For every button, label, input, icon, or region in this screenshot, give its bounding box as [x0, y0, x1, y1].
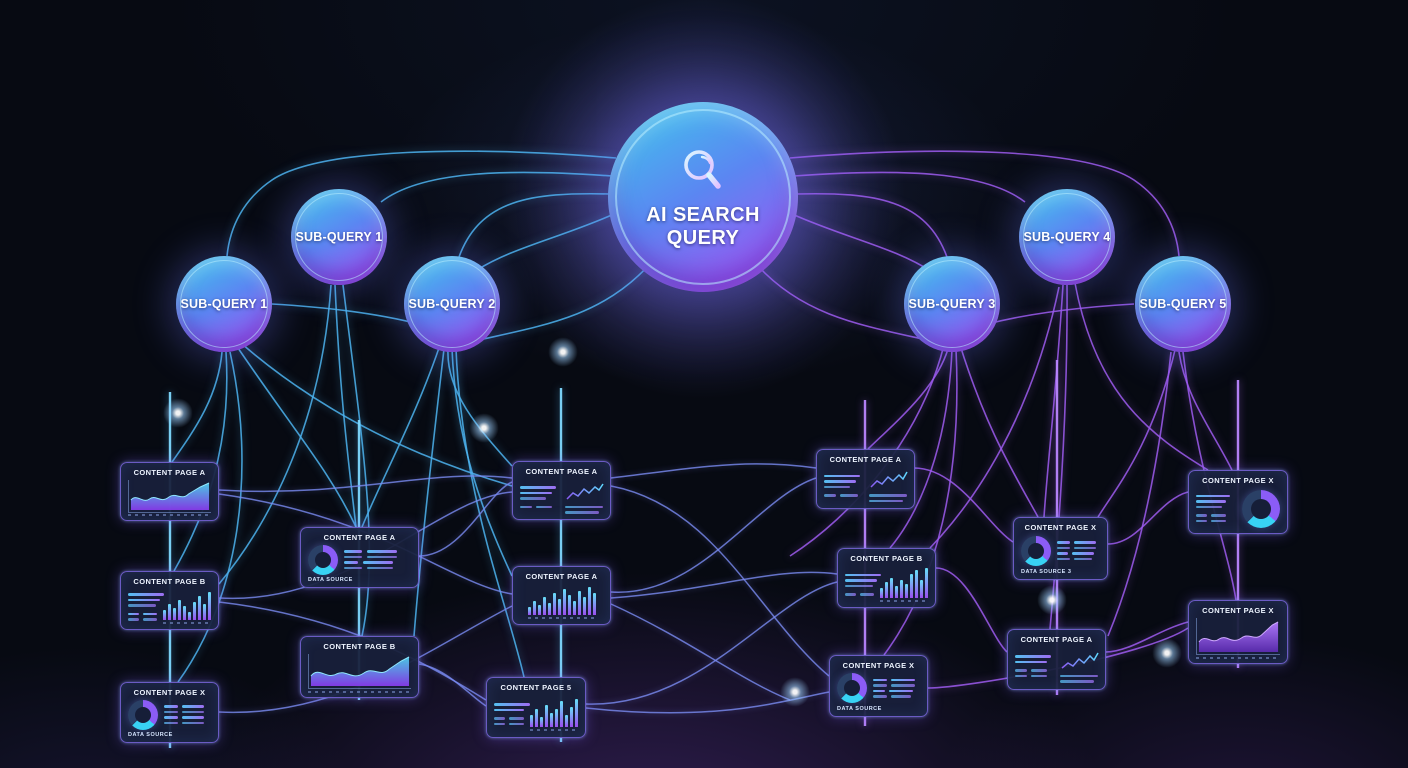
card-title: CONTENT PAGE A	[1020, 635, 1093, 644]
axis-ticks	[128, 514, 211, 516]
text-lines	[873, 678, 920, 698]
text-lines	[1196, 494, 1236, 523]
donut-chart	[308, 544, 338, 575]
card-caption: DATA SOURCE	[308, 577, 353, 583]
donut-chart	[837, 673, 867, 703]
glow-spark	[1152, 638, 1182, 668]
donut-chart	[1021, 535, 1051, 566]
text-lines	[164, 705, 211, 724]
line-chart-block	[1059, 650, 1099, 683]
card-content-page-x-3: CONTENT PAGE X DATA SOURCE 3	[1013, 517, 1108, 580]
magnifier-icon	[684, 150, 721, 189]
card-title: CONTENT PAGE 5	[500, 683, 572, 692]
card-title: CONTENT PAGE X	[842, 661, 915, 670]
card-title: CONTENT PAGE B	[133, 577, 206, 586]
sub-query-label: SUB-QUERY 1	[180, 297, 268, 311]
sub-query-node-3: SUB-QUERY 3	[904, 256, 1000, 352]
text-lines	[494, 703, 530, 725]
text-lines	[1057, 541, 1100, 560]
area-chart	[308, 654, 411, 689]
sub-query-node-1-upper: SUB-QUERY 1	[291, 189, 387, 285]
sub-query-label: SUB-QUERY 5	[1139, 297, 1227, 311]
card-title: CONTENT PAGE X	[1202, 606, 1274, 615]
card-title: CONTENT PAGE X	[1202, 476, 1274, 485]
card-title: CONTENT PAGE A	[133, 468, 206, 477]
sub-query-label: SUB-QUERY 3	[908, 297, 996, 311]
card-title: CONTENT PAGE B	[850, 554, 923, 563]
central-node-label-line1: AI SEARCH	[646, 204, 760, 226]
card-content-page-5: CONTENT PAGE 5	[486, 677, 586, 738]
card-content-page-x-5: CONTENT PAGE X	[1188, 600, 1288, 664]
card-content-page-a-1: CONTENT PAGE A	[120, 462, 219, 521]
card-content-page-x-2: CONTENT PAGE X DATA SOURCE	[829, 655, 928, 717]
card-content-page-a-2: CONTENT PAGE A DATA SOURCE	[300, 527, 419, 588]
card-content-page-a-5: CONTENT PAGE A	[816, 449, 915, 509]
sub-query-label: SUB-QUERY 4	[1023, 230, 1111, 244]
text-lines	[520, 486, 559, 508]
axis-ticks	[1196, 657, 1280, 659]
bar-chart	[880, 567, 928, 602]
text-lines	[344, 550, 411, 569]
bar-chart	[527, 585, 596, 619]
card-title: CONTENT PAGE A	[323, 533, 396, 542]
donut-chart	[128, 699, 158, 730]
card-title: CONTENT PAGE A	[829, 455, 902, 464]
text-lines	[845, 573, 881, 596]
central-node-ai-search-query: AI SEARCH QUERY	[608, 102, 798, 292]
card-content-page-x-1: CONTENT PAGE X DATA SOURCE	[120, 682, 219, 743]
bar-chart	[163, 590, 211, 624]
text-lines	[1015, 655, 1054, 677]
sub-query-node-2: SUB-QUERY 2	[404, 256, 500, 352]
card-title: CONTENT PAGE B	[323, 642, 396, 651]
line-chart	[1061, 652, 1099, 669]
text-lines	[128, 593, 164, 621]
card-title: CONTENT PAGE A	[525, 467, 598, 476]
area-chart	[1196, 618, 1280, 655]
card-caption: DATA SOURCE	[128, 732, 173, 738]
axis-ticks	[308, 691, 411, 693]
sub-query-node-5: SUB-QUERY 5	[1135, 256, 1231, 352]
sub-query-node-4: SUB-QUERY 4	[1019, 189, 1115, 285]
text-lines	[824, 474, 863, 497]
card-caption: DATA SOURCE	[837, 706, 882, 712]
glow-spark	[163, 398, 193, 428]
central-node-label-line2: QUERY	[666, 227, 740, 249]
line-chart	[565, 483, 604, 500]
glow-spark	[780, 677, 810, 707]
card-title: CONTENT PAGE X	[1024, 523, 1097, 532]
area-chart	[128, 479, 211, 513]
card-content-page-b-3: CONTENT PAGE B	[837, 548, 936, 608]
line-chart-block	[868, 469, 908, 502]
card-title: CONTENT PAGE X	[133, 688, 206, 697]
card-content-page-a-4: CONTENT PAGE A	[512, 566, 611, 625]
card-content-page-b-1: CONTENT PAGE B	[120, 571, 219, 630]
card-caption: DATA SOURCE 3	[1021, 569, 1072, 575]
line-chart	[869, 471, 908, 488]
glow-spark	[1037, 585, 1067, 615]
sub-query-label: SUB-QUERY 1	[295, 230, 383, 244]
glow-spark	[469, 413, 499, 443]
sub-query-node-1-left: SUB-QUERY 1	[176, 256, 272, 352]
card-title: CONTENT PAGE A	[525, 572, 598, 581]
card-content-page-b-2: CONTENT PAGE B	[300, 636, 419, 698]
donut-chart	[1242, 489, 1280, 528]
glow-spark	[548, 337, 578, 367]
card-content-page-x-4: CONTENT PAGE X	[1188, 470, 1288, 534]
sub-query-label: SUB-QUERY 2	[408, 297, 496, 311]
bar-chart	[530, 697, 578, 731]
line-chart-block	[564, 481, 604, 514]
card-content-page-a-6: CONTENT PAGE A	[1007, 629, 1106, 690]
card-content-page-a-3: CONTENT PAGE A	[512, 461, 611, 520]
